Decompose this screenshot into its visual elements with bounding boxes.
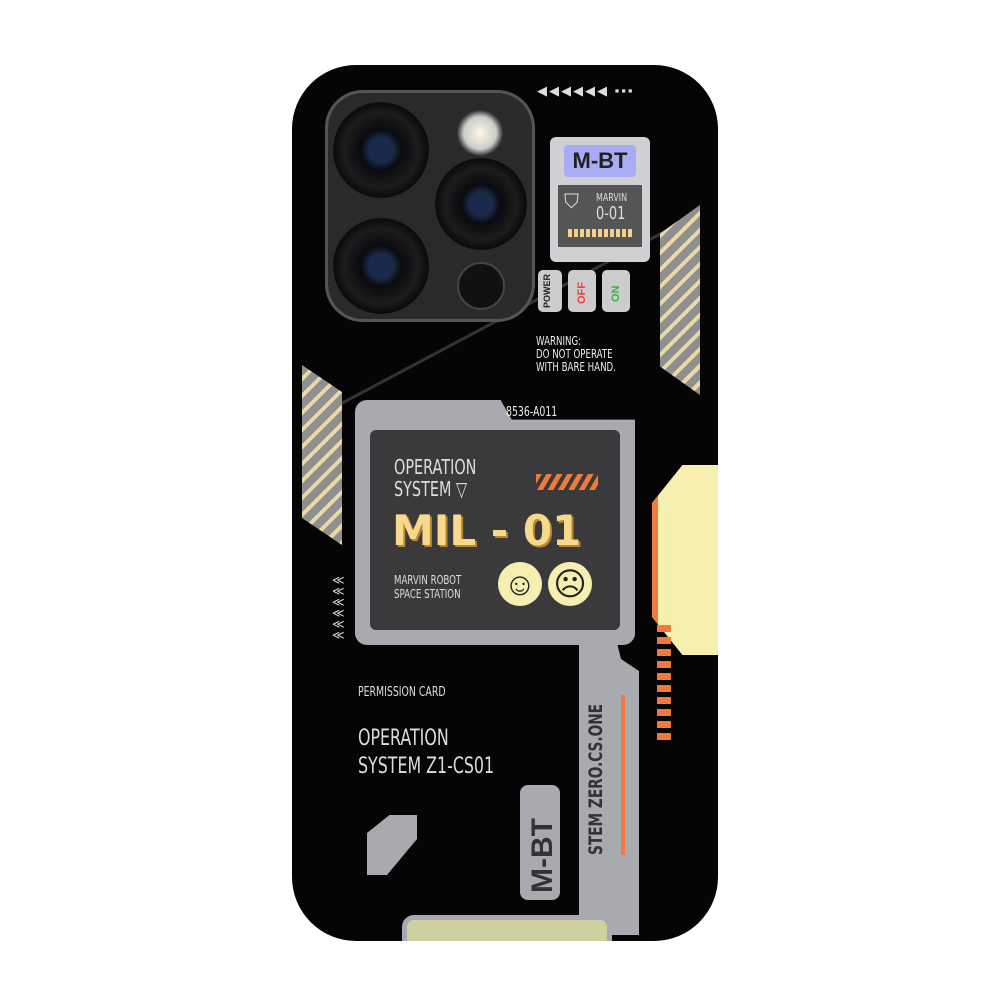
permission-card-label: PERMISSION CARD [358, 685, 446, 700]
vertical-text: STEM ZERO.CS.ONE [585, 704, 607, 855]
phone-case: ◀◀◀◀◀◀ ▪▪▪ M-BT ⛉ MARVIN 0-01 POWER OFF … [292, 65, 718, 941]
power-label-plate: POWER [538, 270, 562, 312]
hazard-stripes-right [660, 205, 700, 395]
camera-lens-icon [333, 218, 429, 314]
orange-line [621, 695, 625, 855]
warning-line: DO NOT OPERATE [536, 347, 613, 361]
off-label: OFF [576, 282, 588, 304]
operation-system-text: OPERATION SYSTEM Z1-CS01 [358, 725, 494, 781]
camera-lens-icon [435, 158, 527, 250]
off-button[interactable]: OFF [568, 270, 596, 312]
model-name: MIL - 01 [392, 506, 582, 555]
screen-display: OPERATION SYSTEM ▽ MIL - 01 MARVIN ROBOT… [370, 430, 620, 630]
flash-icon [457, 110, 503, 156]
mbt-side-plate: M-BT [520, 785, 560, 900]
orange-dash-strip [657, 625, 671, 745]
screen-title: OPERATION SYSTEM ▽ [394, 455, 477, 501]
led-strip [568, 229, 632, 237]
chevron-column: ≪≪≪≪≪≪ [332, 573, 347, 642]
hazard-stripes-left [302, 365, 342, 545]
cream-hex-panel [652, 465, 718, 655]
chevron-strip: ◀◀◀◀◀◀ ▪▪▪ [537, 83, 635, 98]
power-label: POWER [542, 273, 552, 308]
on-label: ON [610, 285, 622, 303]
card-brand: M-BT [564, 145, 636, 177]
on-button[interactable]: ON [602, 270, 630, 312]
screen-title-line: SYSTEM [394, 477, 452, 501]
screen-code: 8536-A011 [506, 405, 558, 420]
subtitle-line: SPACE STATION [394, 587, 461, 601]
card-chip: ⛉ MARVIN 0-01 [558, 185, 642, 247]
vertical-bar: STEM ZERO.CS.ONE [579, 635, 639, 935]
bottom-plate [402, 915, 612, 941]
card-model-label: MARVIN [596, 191, 628, 204]
happy-face-icon: ☺ [498, 562, 542, 606]
grey-plate [367, 815, 417, 875]
screen-subtitle: MARVIN ROBOT SPACE STATION [394, 573, 461, 601]
warning-line: WITH BARE HAND. [536, 360, 616, 374]
screen-title-line: OPERATION [394, 455, 477, 479]
camera-lens-icon [333, 102, 429, 198]
orange-stripes [536, 474, 598, 490]
warning-text: WARNING: DO NOT OPERATE WITH BARE HAND. [536, 335, 616, 374]
lidar-sensor-icon [457, 262, 505, 310]
side-brand: M-BT [526, 818, 559, 893]
subtitle-line: MARVIN ROBOT [394, 573, 462, 587]
shield-lightning-icon: ⛉ [564, 191, 579, 213]
mbt-card: M-BT ⛉ MARVIN 0-01 [550, 137, 650, 262]
warning-line: WARNING: [536, 334, 582, 348]
camera-bump [325, 90, 535, 322]
os-line: SYSTEM Z1-CS01 [358, 754, 495, 779]
os-line: OPERATION [358, 726, 449, 751]
card-model-number: 0-01 [596, 203, 626, 224]
sad-face-icon: ☹ [548, 562, 592, 606]
